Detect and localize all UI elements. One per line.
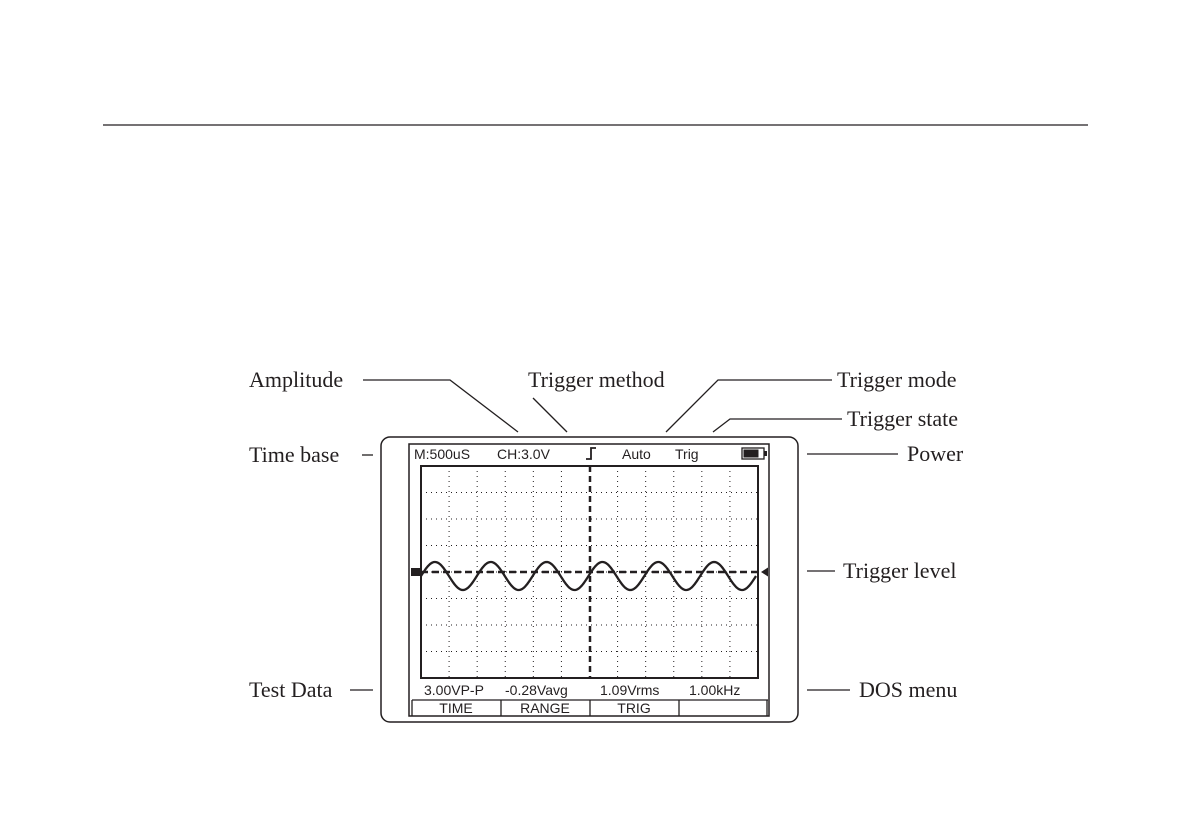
amplitude-label: Amplitude xyxy=(249,367,343,392)
battery-icon xyxy=(742,448,767,459)
trigger-state-label: Trigger state xyxy=(847,406,958,431)
trigger-state-leader xyxy=(713,419,842,432)
time-base-readout: M:500uS xyxy=(414,446,470,462)
trigger-method-leader xyxy=(533,398,567,432)
menu-time-button[interactable]: TIME xyxy=(439,700,472,716)
channel-marker xyxy=(411,568,421,576)
vavg-readout: -0.28Vavg xyxy=(505,682,568,698)
trigger-state-readout: Trig xyxy=(675,446,699,462)
frequency-readout: 1.00kHz xyxy=(689,682,740,698)
trigger-method-label: Trigger method xyxy=(528,367,665,392)
trigger-level-label: Trigger level xyxy=(843,558,956,583)
vpp-readout: 3.00VP-P xyxy=(424,682,484,698)
trigger-mode-readout: Auto xyxy=(622,446,651,462)
trigger-mode-leader xyxy=(666,380,832,432)
menu-range-button[interactable]: RANGE xyxy=(520,700,570,716)
time-base-label: Time base xyxy=(249,442,339,467)
amplitude-readout: CH:3.0V xyxy=(497,446,551,462)
vrms-readout: 1.09Vrms xyxy=(600,682,659,698)
test-data-label: Test Data xyxy=(249,677,333,702)
power-label: Power xyxy=(907,441,964,466)
menu-trig-button[interactable]: TRIG xyxy=(617,700,650,716)
trigger-mode-label: Trigger mode xyxy=(837,367,957,392)
amplitude-leader xyxy=(363,380,518,432)
dos-menu-label: DOS menu xyxy=(859,677,957,702)
